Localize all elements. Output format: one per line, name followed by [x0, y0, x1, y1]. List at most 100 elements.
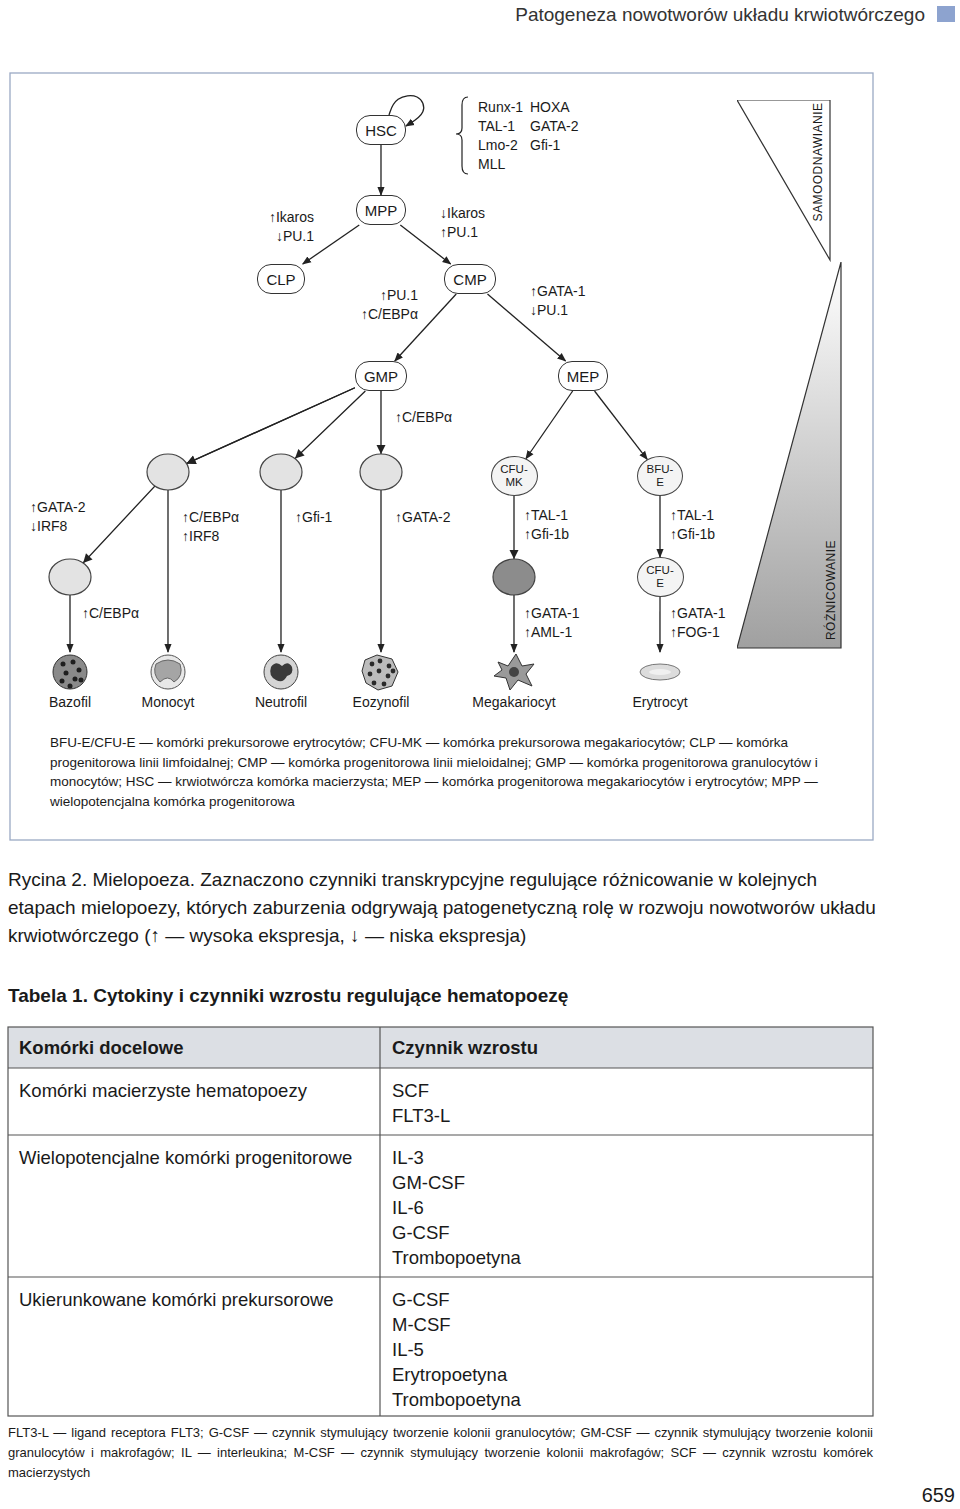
intermediate-cell: [49, 559, 91, 595]
megakaryocyte-picture: [494, 654, 534, 690]
table-header-cell: Czynnik wzrostu: [392, 1037, 538, 1059]
table-rule: [8, 1276, 873, 1277]
transcription-factor: GATA-2: [530, 117, 579, 135]
blood-cell: Eozynofil: [350, 652, 413, 712]
erythrocyte-picture: [640, 664, 680, 680]
transcription-factor: Lmo-2: [478, 136, 518, 154]
nucleus: [509, 667, 519, 677]
abbreviation-note: BFU-E/CFU-E — komórki prekursorowe erytr…: [50, 733, 862, 811]
transcription-factor: ↓Ikaros ↑PU.1: [440, 204, 489, 242]
table-cell: IL-6: [392, 1196, 424, 1219]
progenitor-box: CMP: [444, 264, 495, 294]
table-border: [8, 1027, 873, 1416]
arrowhead: [83, 553, 92, 563]
connector: [380, 145, 381, 195]
table-cell: Komórki macierzyste hematopoezy: [19, 1079, 307, 1102]
table-cell: Erytropoetyna: [392, 1363, 507, 1386]
table-cell: FLT3-L: [392, 1104, 450, 1127]
table-rule: [8, 1067, 873, 1068]
granule: [60, 679, 65, 684]
node-label: MPP: [365, 202, 398, 219]
table-cell: IL-5: [392, 1338, 424, 1361]
monocyte-picture: [151, 655, 185, 689]
node-label: RÓŻNICOWANIE: [824, 540, 838, 640]
transcription-factor: ↑PU.1 ↑C/EBPα: [357, 286, 418, 324]
transcription-factor: Runx-1: [478, 98, 523, 116]
granule: [61, 662, 66, 667]
transcription-factor: Gfi-1: [530, 136, 560, 154]
intermediate-cell: [360, 454, 402, 490]
progenitor-box: MPP: [356, 195, 407, 225]
transcription-factor: ↑GATA-1 ↑FOG-1: [670, 604, 729, 642]
table-cell: Ukierunkowane komórki prekursorowe: [19, 1288, 334, 1311]
intermediate-cell: [147, 454, 189, 490]
progenitor-box: HSC: [356, 115, 406, 145]
transcription-factor: ↑GATA-2 ↓IRF8: [30, 498, 89, 536]
connector: [659, 496, 660, 557]
arrowhead: [187, 456, 197, 464]
header-square: [937, 6, 955, 22]
connector: [70, 388, 355, 652]
gradient-triangle: SAMOODNAWIANIE: [737, 100, 832, 262]
blood-cell: Megakariocyt: [469, 652, 558, 712]
neutrophil-picture: [264, 655, 298, 689]
arrowhead: [376, 445, 385, 454]
granule: [68, 684, 73, 689]
granule: [370, 662, 375, 667]
node-label: CLP: [266, 271, 295, 288]
erythrocyte-center: [649, 669, 671, 675]
transcription-factor: ↑C/EBPα: [395, 408, 456, 427]
figure-frame: [10, 73, 873, 840]
progenitor-box: GMP: [355, 361, 407, 391]
node-label: CFU- MK: [499, 463, 530, 489]
node-label: CMP: [453, 271, 486, 288]
basophil-picture: [53, 655, 87, 689]
node-label: GMP: [364, 368, 398, 385]
table-title: Tabela 1. Cytokiny i czynniki wzrostu re…: [8, 985, 568, 1007]
granule: [368, 672, 373, 677]
connector: [395, 294, 456, 361]
node-label: MEP: [567, 368, 600, 385]
node-label: Monocyt: [142, 694, 195, 710]
table-cell: Wielopotencjalne komórki progenitorowe: [19, 1146, 352, 1169]
blood-cell: Neutrofil: [252, 652, 310, 712]
arrowhead: [295, 449, 305, 458]
node-label: Bazofil: [49, 694, 91, 710]
node-label: HSC: [365, 122, 397, 139]
table-cell: Trombopoetyna: [392, 1388, 521, 1411]
granule: [372, 681, 377, 686]
node-label: Neutrofil: [255, 694, 307, 710]
transcription-factor: TAL-1: [478, 117, 515, 135]
table-footnote: FLT3-L — ligand receptora FLT3; G-CSF — …: [8, 1423, 873, 1483]
connector: [659, 597, 660, 652]
granule: [386, 674, 391, 679]
blood-cell: Monocyt: [139, 652, 198, 712]
transcription-factor: ↑GATA-1 ↓PU.1: [530, 282, 589, 320]
node-label: Megakariocyt: [472, 694, 555, 710]
granule: [391, 669, 396, 674]
figure-caption: Rycina 2. Mielopoeza. Zaznaczono czynnik…: [8, 866, 880, 950]
gradient-triangle: RÓŻNICOWANIE: [737, 262, 843, 650]
intermediate-cell: [260, 454, 302, 490]
transcription-factor: ↑GATA-1 ↑AML-1: [524, 604, 583, 642]
table-header-fill: [8, 1027, 873, 1068]
node-label: Erytrocyt: [632, 694, 687, 710]
granule: [79, 678, 84, 683]
transcription-factor: ↑Gfi-1: [295, 508, 336, 527]
transcription-factor: ↑GATA-2: [395, 508, 454, 527]
connector: [380, 391, 381, 652]
table-cell: G-CSF: [392, 1288, 450, 1311]
node-label: BFU- E: [645, 463, 675, 489]
table-cell: IL-3: [392, 1146, 424, 1169]
nucleus: [155, 660, 181, 682]
progenitor-box: MEP: [558, 361, 609, 391]
page-header: Patogeneza nowotworów układu krwiotwórcz…: [515, 4, 925, 26]
precursor-circle: BFU- E: [637, 456, 683, 496]
granule: [71, 660, 76, 665]
nucleus: [270, 663, 292, 681]
table-cell: G-CSF: [392, 1221, 450, 1244]
table-rule: [8, 1134, 873, 1135]
triangle-shape: [737, 100, 830, 260]
table-cell: GM-CSF: [392, 1171, 465, 1194]
